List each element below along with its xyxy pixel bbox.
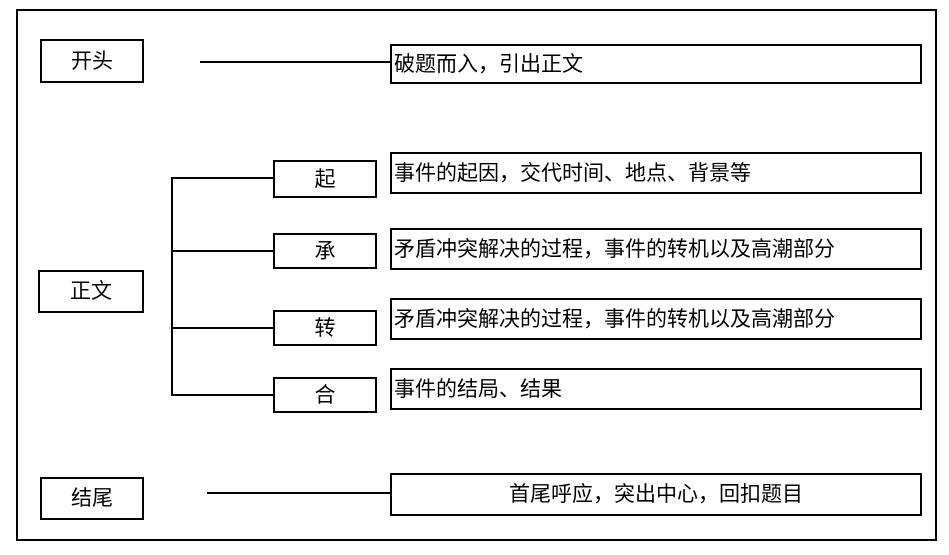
branch-line-qi (171, 177, 273, 179)
stage-box-opening: 开头 (40, 39, 144, 83)
detail-box-opening: 破题而入，引出正文 (390, 44, 922, 84)
branch-box-cheng: 承 (273, 233, 377, 269)
detail-text-cheng: 矛盾冲突解决的过程，事件的转机以及高潮部分 (394, 236, 835, 261)
branch-box-qi: 起 (273, 160, 377, 198)
stage-label-ending: 结尾 (71, 486, 113, 510)
connector-line-opening (200, 61, 390, 63)
detail-text-ending: 首尾呼应，突出中心，回扣题目 (509, 482, 803, 506)
branch-line-zhuan (171, 327, 273, 329)
diagram-outer-border (16, 9, 937, 541)
stage-box-ending: 结尾 (40, 477, 144, 520)
branch-label-qi: 起 (314, 166, 336, 191)
stage-label-body: 正文 (70, 279, 112, 303)
detail-box-qi: 事件的起因，交代时间、地点、背景等 (390, 152, 922, 194)
branch-label-zhuan: 转 (314, 315, 336, 340)
detail-box-he: 事件的结局、结果 (390, 368, 922, 410)
stage-box-body: 正文 (38, 270, 144, 313)
detail-text-zhuan: 矛盾冲突解决的过程，事件的转机以及高潮部分 (394, 306, 835, 331)
detail-box-cheng: 矛盾冲突解决的过程，事件的转机以及高潮部分 (390, 228, 922, 270)
branch-label-he: 合 (314, 382, 336, 407)
branch-box-zhuan: 转 (273, 310, 377, 346)
body-bracket-vertical-line (171, 177, 173, 396)
branch-line-cheng (171, 250, 273, 252)
detail-box-ending: 首尾呼应，突出中心，回扣题目 (390, 473, 922, 516)
branch-label-cheng: 承 (314, 238, 336, 263)
connector-line-ending (207, 492, 390, 494)
detail-text-opening: 破题而入，引出正文 (394, 51, 583, 76)
branch-line-he (171, 394, 273, 396)
stage-label-opening: 开头 (71, 48, 113, 73)
detail-text-he: 事件的结局、结果 (394, 376, 562, 401)
branch-box-he: 合 (273, 377, 377, 413)
detail-text-qi: 事件的起因，交代时间、地点、背景等 (394, 160, 751, 185)
detail-box-zhuan: 矛盾冲突解决的过程，事件的转机以及高潮部分 (390, 298, 922, 340)
